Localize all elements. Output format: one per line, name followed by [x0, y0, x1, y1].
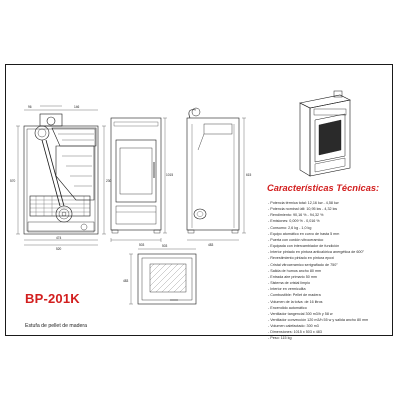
spec-item: - Salida de humos ancho 80 mm: [268, 268, 322, 273]
plan-view: [129, 248, 197, 305]
drawing-frame: [5, 64, 393, 336]
dim-side-top-a: 96: [28, 105, 32, 109]
spec-item: - Equipada con intercambiador de fundici…: [268, 244, 340, 249]
spec-item: - Puerta con cordón vitroceramico: [268, 237, 324, 242]
spec-item: - Rendimiento: 90,16 % - 94,32 %: [268, 213, 324, 218]
specs-heading: Características Técnicas:: [267, 183, 380, 193]
spec-item: - Volumen de la tolva: de 16 litros: [268, 299, 323, 304]
spec-item: - Potencia nominal útil: 10,95 kw - 4,32…: [268, 207, 338, 212]
specs-list: - Potencia térmica total: 12,16 kw - 4,5…: [268, 200, 368, 342]
spec-item: - Consumo: 2,6 kg - 1,0 kg: [268, 225, 312, 230]
spec-item: - Ventilador tangencial 300 m3/h y 58 w: [268, 311, 333, 316]
spec-item: - Emisiones: 0,009 % - 0,016 %: [268, 219, 320, 224]
dim-plan-width: 503: [162, 244, 168, 248]
dim-side-height: 570: [10, 179, 16, 183]
spec-item: - Peso: 115 kg: [268, 336, 292, 341]
product-subtitle: Estufa de pellet de madera: [25, 323, 88, 329]
dim-front-width: 503: [139, 243, 145, 247]
stove-perspective: [299, 90, 351, 177]
spec-item: - Cristal vitroceramico serigrafiado de …: [268, 262, 338, 267]
rear-view: [186, 107, 246, 241]
spec-item: - Dimensiones: 1015 x 503 x 483: [268, 330, 322, 335]
product-title: BP-201K: [25, 291, 80, 306]
spec-item: - Entrada aire primario 50 mm: [268, 274, 317, 279]
side-section-view: [16, 105, 106, 246]
spec-item: - Encendido automático: [268, 305, 307, 310]
dim-side-bottom-b: 520: [56, 247, 62, 251]
dim-side-height-b: 230: [106, 179, 112, 183]
spec-item: - Equipo atomático en curvo de hasta 5 m…: [268, 231, 340, 236]
dim-side-bottom: 474: [56, 236, 62, 240]
spec-item: - Volumen calefactado: 300 m3: [268, 324, 319, 329]
spec-item: - Interior pintado en pintura anticalóri…: [268, 250, 364, 255]
dim-side-top-b: 146: [74, 105, 80, 109]
spec-item: - Ventilador convección 120 m3/h 55 w y …: [268, 317, 369, 322]
dim-plan-depth: 483: [123, 279, 129, 283]
spec-item: - Interior en vermiculita: [268, 287, 306, 292]
spec-item: - Potencia térmica total: 12,16 kw - 4,5…: [268, 201, 339, 205]
dim-rear-width: 483: [208, 243, 214, 247]
spec-item: - Combustible: Pellet de madera: [268, 293, 321, 298]
dim-rear-height: 615: [246, 173, 252, 177]
spec-item: - Revestimiento pintado en pintura epoxi: [268, 256, 335, 261]
dim-front-height: 1015: [166, 173, 173, 177]
front-view: [110, 117, 167, 242]
spec-item: - Sistema de cristal limpio: [268, 281, 311, 286]
